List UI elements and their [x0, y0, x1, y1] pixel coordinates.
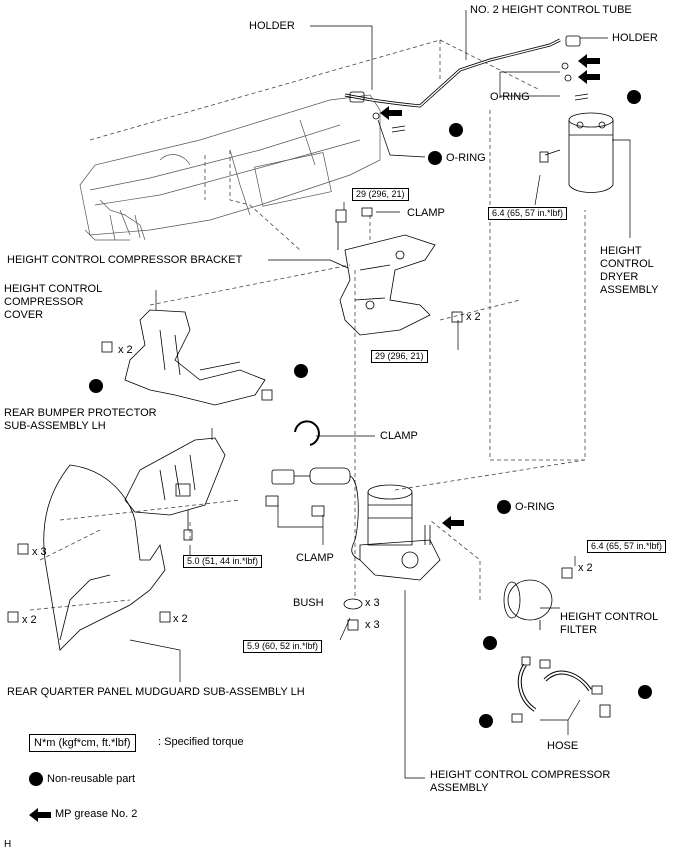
- clamp-label-harness: CLAMP: [296, 552, 334, 564]
- non-reusable-dot-hose-clip-right: [638, 685, 652, 699]
- quantity-bush: x 3: [365, 597, 380, 609]
- non-reusable-dot-o-ring-dryer: [627, 90, 641, 104]
- dryer-illustration: [539, 112, 614, 193]
- quantity-bush-bolt: x 3: [365, 619, 380, 631]
- quantity-filter-bolt: x 2: [578, 562, 593, 574]
- torque-box-filter: 6.4 (65, 57 in.*lbf): [587, 540, 667, 553]
- non-reusable-dot-cover-bolt: [89, 379, 103, 393]
- o-ring-label-tube: O-RING: [490, 91, 530, 103]
- clamp-label-ring: CLAMP: [380, 430, 418, 442]
- height-control-tube-label: NO. 2 HEIGHT CONTROL TUBE: [470, 4, 632, 16]
- o-ring-label-compressor: O-RING: [515, 501, 555, 513]
- torque-box-dryer: 6.4 (65, 57 in.*lbf): [488, 207, 568, 220]
- compressor-label: HEIGHT CONTROL COMPRESSOR ASSEMBLY: [430, 769, 611, 794]
- torque-box-bracket-bottom: 29 (296, 21): [371, 350, 428, 363]
- harness-illustration: [265, 467, 361, 561]
- torque-box-protector: 5.0 (51, 44 in.*lbf): [183, 555, 263, 568]
- filter-illustration: [503, 567, 573, 630]
- corner-code: H: [4, 839, 12, 850]
- hose-illustration: [511, 656, 611, 723]
- protector-illustration: [124, 437, 226, 541]
- grease-arrow-icon: [578, 70, 600, 84]
- grease-arrow-icon: [578, 54, 600, 68]
- grease-arrow-icon: [380, 106, 402, 120]
- non-reusable-dot-o-ring-lower: [428, 151, 442, 165]
- dryer-label: HEIGHT CONTROL DRYER ASSEMBLY: [600, 245, 659, 296]
- compressor-illustration: [359, 484, 441, 581]
- cover-illustration: [101, 309, 273, 406]
- bracket-label: HEIGHT CONTROL COMPRESSOR BRACKET: [7, 254, 243, 266]
- o-ring-label-holder: O-RING: [446, 152, 486, 164]
- legend-torque-desc: : Specified torque: [158, 736, 244, 748]
- clamp-label-bracket: CLAMP: [407, 207, 445, 219]
- leader-lines: [129, 10, 631, 779]
- non-reusable-dot-hose-clip-left: [483, 636, 497, 650]
- legend-grease-text: MP grease No. 2: [55, 808, 138, 820]
- legend-grease-arrow-icon: [29, 808, 51, 822]
- quantity-mudguard-screw-bottom: x 2: [22, 614, 37, 626]
- mudguard-label: REAR QUARTER PANEL MUDGUARD SUB-ASSEMBLY…: [7, 686, 305, 698]
- bracket-illustration: [335, 207, 463, 336]
- grease-arrow-icon: [442, 516, 464, 530]
- quantity-mudguard-screw-top: x 3: [32, 546, 47, 558]
- legend-non-reusable-dot: [29, 772, 43, 786]
- quantity-mudguard-screw-right: x 2: [173, 613, 188, 625]
- protector-label: REAR BUMPER PROTECTOR SUB-ASSEMBLY LH: [4, 407, 157, 432]
- quantity-bracket-bolt: x 2: [466, 311, 481, 323]
- holder-label-top: HOLDER: [249, 20, 295, 32]
- non-reusable-dot-cover-nut: [294, 364, 308, 378]
- filter-label: HEIGHT CONTROL FILTER: [560, 611, 659, 636]
- mudguard-illustration: [7, 464, 171, 651]
- legend-non-reusable-text: Non-reusable part: [47, 773, 136, 785]
- cover-label: HEIGHT CONTROL COMPRESSOR COVER: [4, 283, 103, 321]
- non-reusable-dot-o-ring-holder: [449, 123, 463, 137]
- torque-box-bush-bolt: 5.9 (60, 52 in.*lbf): [243, 640, 323, 653]
- holder-label-right: HOLDER: [612, 32, 658, 44]
- holder-illustration: [349, 35, 581, 103]
- vehicle-frame-illustration: [79, 94, 381, 241]
- non-reusable-dot-hose-clip-bottom: [479, 714, 493, 728]
- bush-label: BUSH: [293, 597, 324, 609]
- legend-torque-box: N*m (kgf*cm, ft.*lbf): [29, 734, 136, 752]
- non-reusable-dot-o-ring-compressor: [497, 500, 511, 514]
- quantity-cover-bolt: x 2: [118, 344, 133, 356]
- hose-label: HOSE: [547, 740, 579, 752]
- torque-box-bracket-top: 29 (296, 21): [352, 188, 409, 201]
